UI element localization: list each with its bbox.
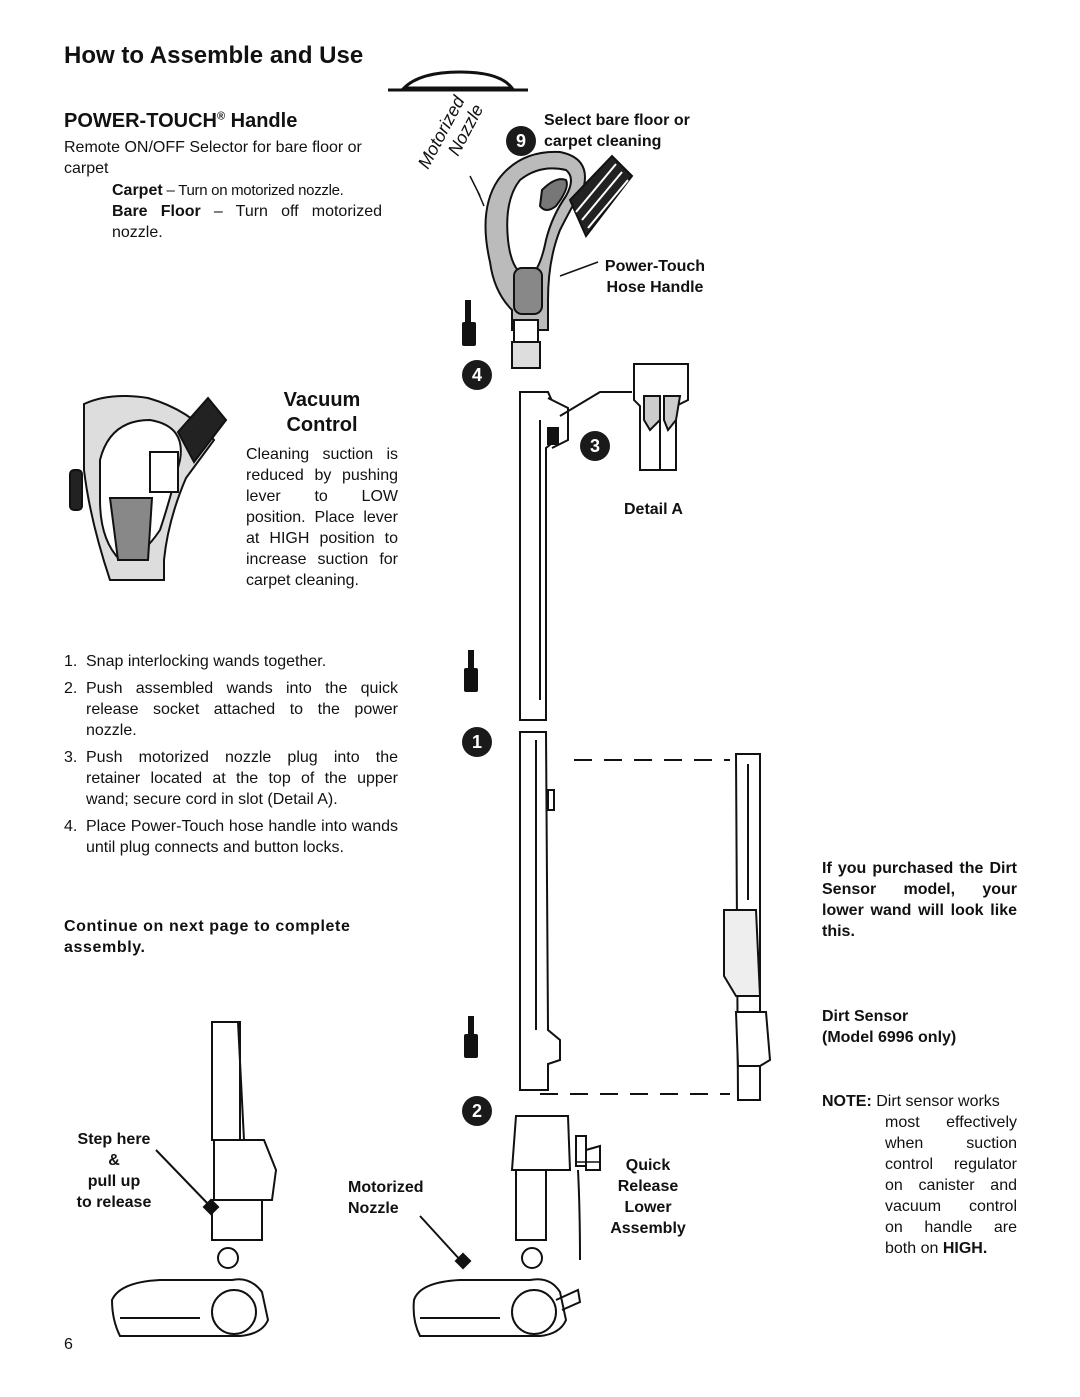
- callout-number-1: 1: [462, 727, 492, 757]
- dirt-sensor-wand-drawing: [723, 753, 772, 1101]
- plug-icon: [465, 300, 471, 326]
- callout-number-9: 9: [506, 126, 536, 156]
- step-text: Snap interlocking wands together.: [86, 653, 327, 670]
- callout-number-2: 2: [462, 1096, 492, 1126]
- select-floor-label-line2: carpet cleaning: [544, 133, 662, 150]
- power-nozzle-drawing: [412, 1115, 601, 1337]
- quick-release-label: Quick Release Lower Assembly: [598, 1155, 698, 1239]
- note-line8: both on HIGH.: [822, 1238, 1017, 1259]
- carpet-term: Carpet: [112, 182, 163, 199]
- lower-wand-drawing: [519, 731, 561, 1091]
- detail-a-drawing: [633, 363, 689, 471]
- hose-handle-label-line2: Hose Handle: [606, 279, 704, 296]
- bare-floor-term: Bare Floor: [112, 203, 201, 220]
- registered-mark: ®: [216, 110, 226, 123]
- step-text: Push motorized nozzle plug into the reta…: [86, 749, 398, 808]
- bare-floor-text: – Turn off motorized nozzle.: [112, 203, 383, 241]
- plug-icon: [468, 1016, 474, 1038]
- step-here-line1: Step here: [77, 1131, 151, 1148]
- step-text: Push assembled wands into the quick rele…: [86, 680, 398, 739]
- left-power-nozzle-drawing: [110, 1021, 278, 1337]
- step-item: 2. Push assembled wands into the quick re…: [64, 678, 398, 741]
- step-item: 1. Snap interlocking wands together.: [64, 651, 398, 672]
- carpet-text: – Turn on motorized nozzle.: [162, 182, 344, 199]
- motorized-line1: Motorized: [348, 1179, 424, 1196]
- power-touch-heading-suffix: Handle: [225, 110, 298, 132]
- note-line6: vacuum control: [885, 1198, 1017, 1215]
- detail-a-label: Detail A: [624, 501, 683, 518]
- motorized-line2: Nozzle: [348, 1200, 399, 1217]
- note-term: NOTE:: [822, 1093, 872, 1110]
- plug-icon: [464, 1034, 478, 1058]
- select-floor-label-line1: Select bare floor or: [544, 112, 690, 129]
- step-here-line4: to release: [76, 1194, 152, 1211]
- power-touch-heading: POWER-TOUCH® Handle: [64, 110, 297, 133]
- step-item: 3. Push motorized nozzle plug into the re…: [64, 747, 398, 810]
- dirt-sensor-note: NOTE: Dirt sensor works most effectively…: [822, 1091, 1017, 1259]
- note-line1: Dirt sensor works: [871, 1093, 1000, 1110]
- quick-release-line1: Quick: [625, 1157, 671, 1174]
- page-number: 6: [64, 1336, 73, 1353]
- page-tab-graphic: [388, 70, 528, 92]
- motorized-nozzle-arc-text: Motorized Nozzle: [414, 92, 487, 172]
- step-here-line3: pull up: [87, 1173, 141, 1190]
- dirt-sensor-label-line1: Dirt Sensor: [822, 1008, 909, 1025]
- callout-number-4: 4: [462, 360, 492, 390]
- note-line8-bold: HIGH.: [942, 1240, 988, 1257]
- vacuum-control-text: Cleaning suction is reduced by pushing l…: [246, 446, 398, 589]
- step-number: 2.: [64, 680, 78, 697]
- hose-handle-label-line1: Power-Touch: [604, 258, 706, 275]
- dirt-sensor-label-line2: (Model 6996 only): [822, 1029, 957, 1046]
- plug-icon: [468, 650, 474, 672]
- continue-note: Continue on next page to complete assemb…: [64, 918, 351, 956]
- vacuum-control-title-line2: Control: [286, 414, 358, 436]
- vacuum-control-title-line1: Vacuum: [283, 389, 361, 411]
- quick-release-line3: Lower: [624, 1199, 672, 1216]
- page-title: How to Assemble and Use: [64, 42, 364, 69]
- plug-icon: [462, 322, 476, 346]
- note-line2: most effectively: [885, 1114, 1017, 1131]
- upper-wand-drawing: [519, 391, 632, 721]
- note-line4: control regulator: [885, 1156, 1017, 1173]
- plug-icon: [464, 668, 478, 692]
- quick-release-line4: Assembly: [610, 1220, 686, 1237]
- step-number: 1.: [64, 653, 78, 670]
- bare-floor-instruction: Bare Floor – Turn off motorized nozzle.: [112, 201, 382, 243]
- motorized-nozzle-label: Motorized Nozzle: [348, 1177, 424, 1219]
- dirt-sensor-purchased-note: If you purchased the Dirt Sensor model, …: [822, 860, 1017, 940]
- carpet-instruction: Carpet – Turn on motorized nozzle.: [112, 180, 382, 201]
- power-touch-description: Remote ON/OFF Selector for bare floor or…: [64, 139, 362, 177]
- step-number: 4.: [64, 818, 78, 835]
- plug-icons: [462, 300, 478, 1058]
- dashed-connector-lines: [540, 759, 730, 1095]
- power-touch-heading-text: POWER-TOUCH: [64, 110, 217, 132]
- callout-number-3: 3: [580, 431, 610, 461]
- note-line5: on canister and: [885, 1177, 1017, 1194]
- step-item: 4. Place Power-Touch hose handle into wan…: [64, 816, 398, 858]
- note-line7: on handle are: [885, 1219, 1017, 1236]
- step-here-label: Step here & pull up to release: [64, 1129, 164, 1213]
- note-line8-text: both on: [885, 1240, 943, 1257]
- vacuum-control-handle-drawing: [69, 395, 228, 581]
- step-number: 3.: [64, 749, 78, 766]
- assembly-steps: 1. Snap interlocking wands together. 2. Pu…: [64, 651, 398, 864]
- quick-release-line2: Release: [617, 1178, 679, 1195]
- power-touch-hose-handle-drawing: [469, 150, 634, 369]
- step-text: Place Power-Touch hose handle into wands…: [86, 818, 398, 856]
- note-line3: when suction: [885, 1135, 1017, 1152]
- step-here-line2: &: [108, 1152, 120, 1169]
